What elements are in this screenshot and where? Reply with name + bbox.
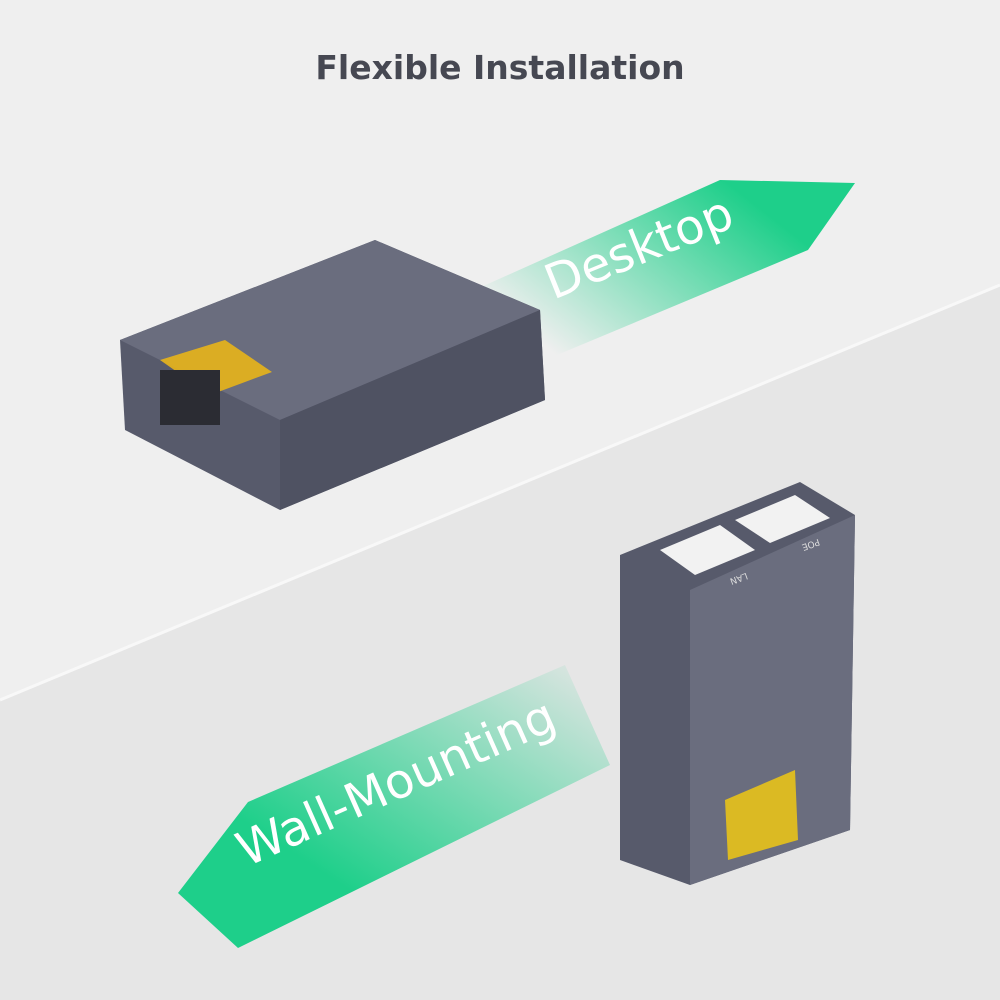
desktop-device	[120, 240, 545, 510]
terminal-block	[725, 770, 798, 860]
poe-port	[735, 495, 830, 543]
surface-edge	[0, 283, 1000, 702]
wall-arrow	[178, 665, 610, 948]
terminal-block	[160, 340, 272, 395]
desktop-arrow	[470, 180, 855, 360]
page-title: Flexible Installation	[315, 48, 685, 87]
wall-device: POE LAN	[620, 482, 855, 885]
lan-port	[660, 525, 755, 575]
